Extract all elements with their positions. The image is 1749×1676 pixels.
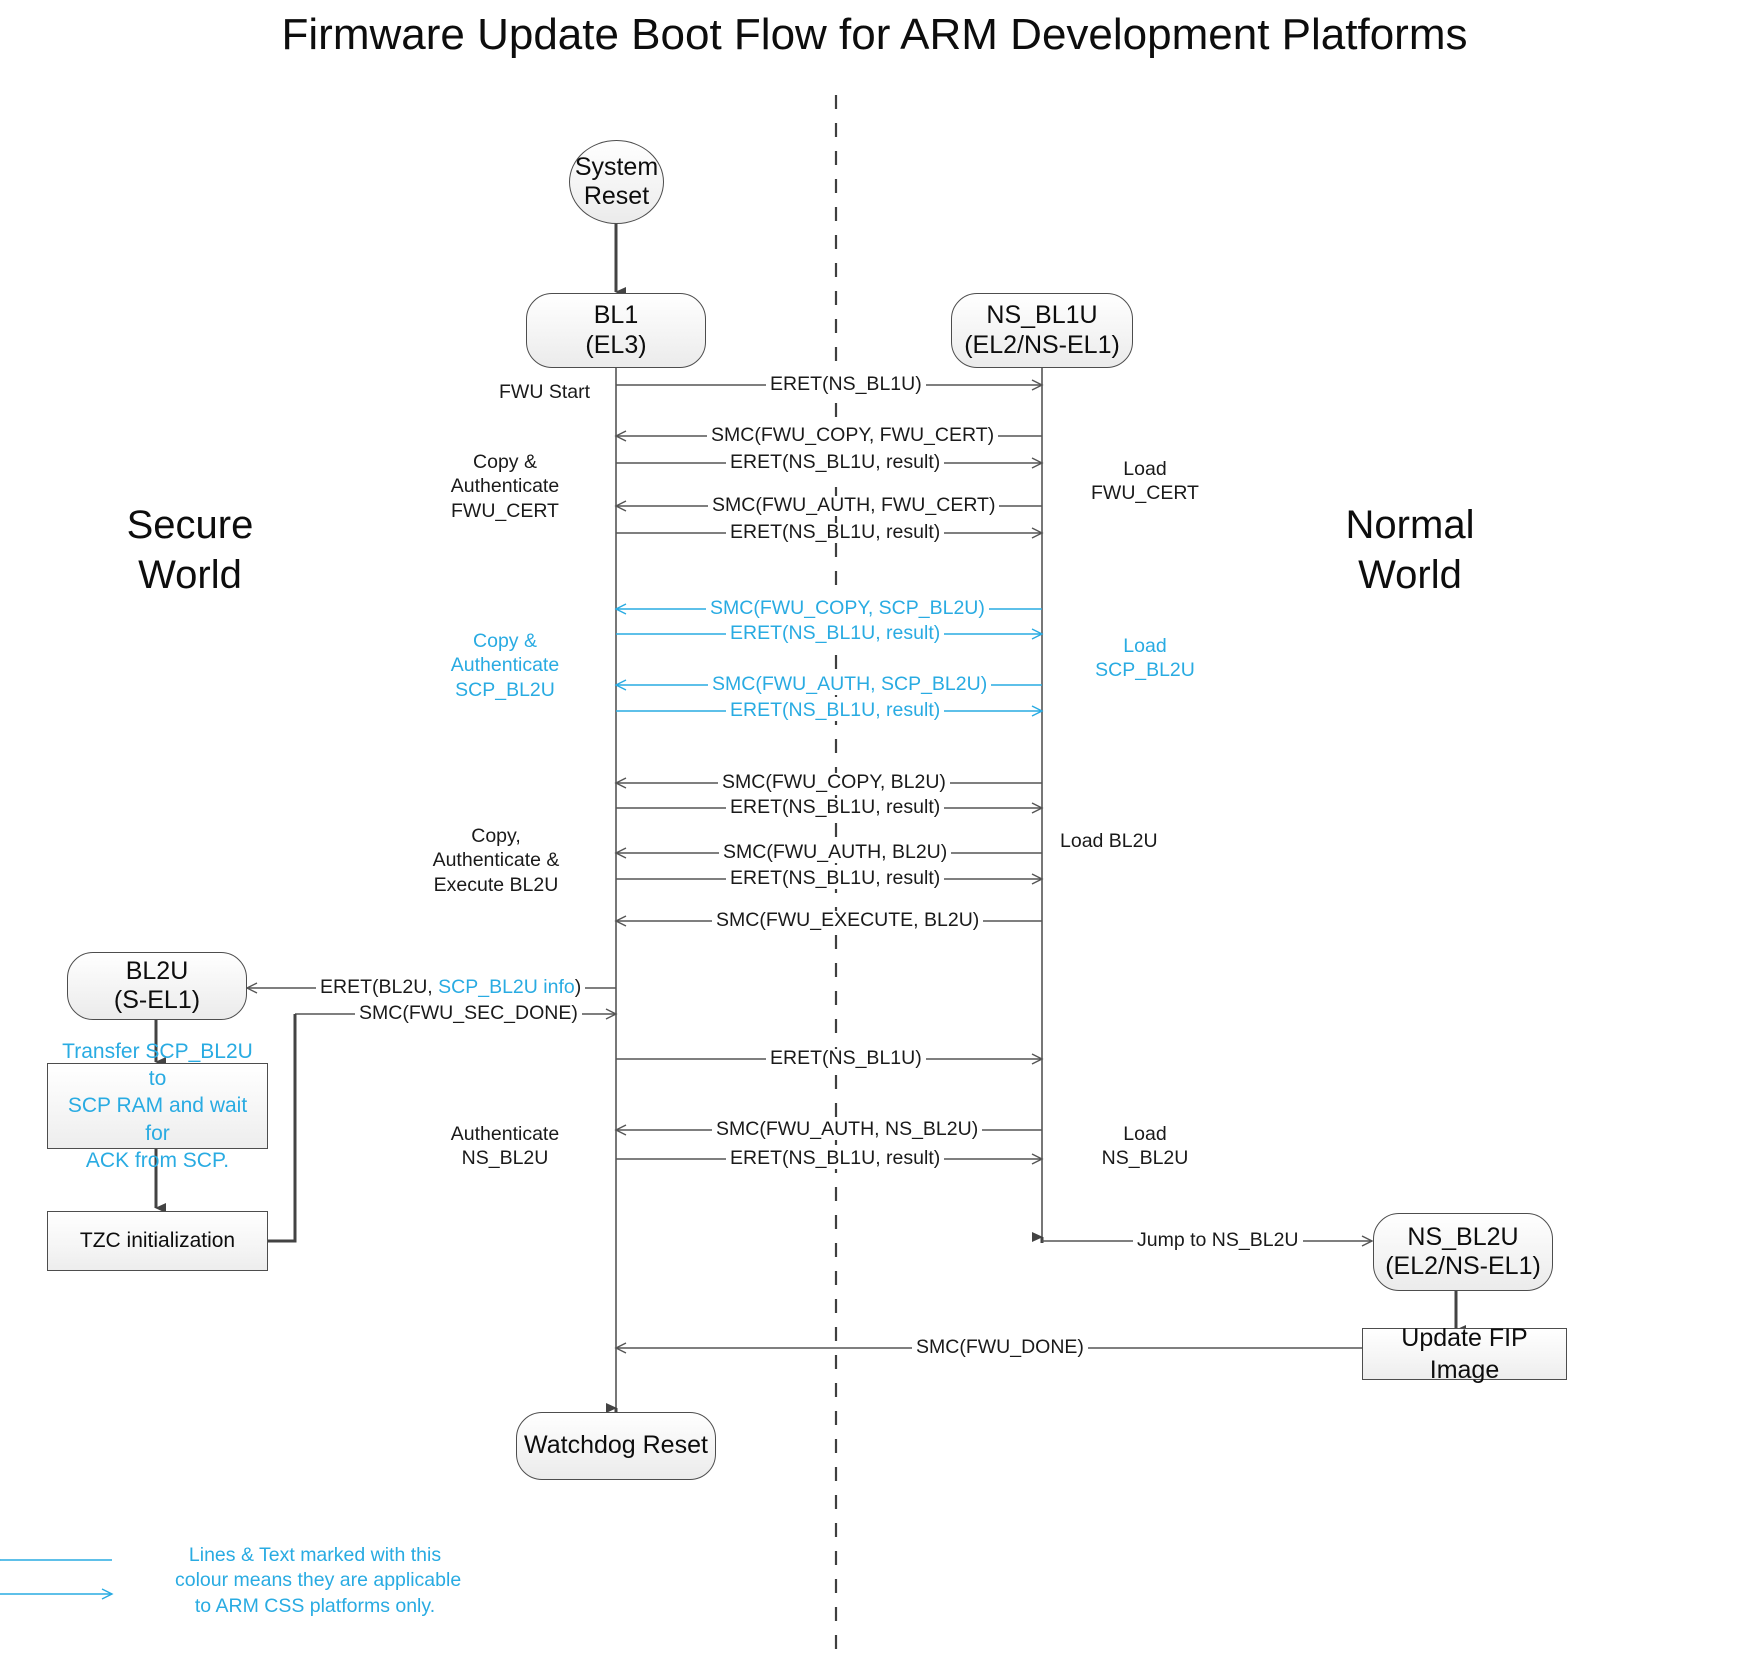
node-bl2u-line1: BL2U (125, 956, 189, 985)
message-label-smc-fwu-auth-fwu-cert: SMC(FWU_AUTH, FWU_CERT) (708, 495, 1000, 516)
node-bl1-line1: BL1 (593, 301, 639, 329)
secure-world-label-line2: World (138, 553, 242, 597)
secure-world-label: Secure World (60, 500, 320, 600)
message-label-smc-fwu-copy-scp-bl2u: SMC(FWU_COPY, SCP_BL2U) (706, 598, 989, 619)
normal-world-label: Normal World (1280, 500, 1540, 600)
node-watchdog-reset-label: Watchdog Reset (524, 1431, 708, 1460)
message-label-smc-fwu-auth-scp-bl2u: SMC(FWU_AUTH, SCP_BL2U) (708, 674, 992, 695)
annotation-load-scp-bl2u: Load SCP_BL2U (1060, 634, 1230, 683)
annotation-load-ns-bl2u: Load NS_BL2U (1060, 1122, 1230, 1171)
message-label-eret-bl2u-scp-info: ERET(BL2U, SCP_BL2U info) (316, 976, 586, 998)
node-bl2u[interactable]: BL2U (S-EL1) (67, 952, 247, 1020)
legend-note: Lines & Text marked with this colour mea… (175, 1543, 462, 1619)
annotation-fwu-start: FWU Start (410, 380, 590, 404)
annotation-copy-authenticate-scp-bl2u-line1: Copy & (473, 630, 537, 652)
node-ns-bl1u[interactable]: NS_BL1U (EL2/NS-EL1) (951, 293, 1133, 368)
annotation-copy-authenticate-execute-bl2u-line2: Authenticate & (432, 849, 560, 872)
normal-world-label-line2: World (1358, 553, 1462, 597)
annotation-load-bl2u: Load BL2U (1060, 829, 1230, 853)
annotation-copy-authenticate-scp-bl2u-line3: SCP_BL2U (455, 678, 555, 701)
message-label-eret-result-6: ERET(NS_BL1U, result) (726, 868, 945, 889)
annotation-authenticate-ns-bl2u-line2: NS_BL2U (461, 1147, 549, 1170)
annotation-load-ns-bl2u-line1: Load (1123, 1123, 1167, 1145)
message-label-smc-fwu-auth-bl2u: SMC(FWU_AUTH, BL2U) (719, 842, 952, 863)
annotation-copy-authenticate-scp-bl2u: Copy & Authenticate SCP_BL2U (420, 629, 590, 702)
node-transfer-scp-bl2u[interactable]: Transfer SCP_BL2U to SCP RAM and wait fo… (47, 1040, 268, 1172)
annotation-copy-authenticate-execute-bl2u: Copy, Authenticate & Execute BL2U (400, 824, 592, 897)
annotation-load-scp-bl2u-line2: SCP_BL2U (1095, 659, 1195, 682)
legend-note-line2: colour means they are applicable (175, 1569, 462, 1592)
annotation-copy-authenticate-execute-bl2u-line3: Execute BL2U (433, 873, 559, 896)
normal-world-label-line1: Normal (1345, 503, 1475, 547)
message-label-smc-fwu-auth-ns-bl2u: SMC(FWU_AUTH, NS_BL2U) (712, 1119, 983, 1140)
annotation-authenticate-ns-bl2u: Authenticate NS_BL2U (420, 1122, 590, 1171)
node-tzc-initialization[interactable]: TZC initialization (47, 1211, 268, 1271)
message-label-eret-result-5: ERET(NS_BL1U, result) (726, 797, 945, 818)
node-ns-bl2u[interactable]: NS_BL2U (EL2/NS-EL1) (1373, 1213, 1553, 1291)
message-label-eret-result-1: ERET(NS_BL1U, result) (726, 452, 945, 473)
node-watchdog-reset[interactable]: Watchdog Reset (516, 1412, 716, 1480)
node-transfer-scp-bl2u-line3: ACK from SCP. (85, 1148, 230, 1172)
page-title: Firmware Update Boot Flow for ARM Develo… (281, 10, 1468, 59)
message-label-smc-fwu-copy-fwu-cert: SMC(FWU_COPY, FWU_CERT) (707, 425, 999, 446)
node-bl1[interactable]: BL1 (EL3) (526, 293, 706, 368)
annotation-copy-authenticate-fwu-cert-line2: Authenticate (450, 475, 560, 498)
message-label-eret-result-2: ERET(NS_BL1U, result) (726, 522, 945, 543)
message-label-eret-bl2u-scp-info-part1: ERET(BL2U, (320, 976, 439, 998)
message-label-smc-fwu-copy-bl2u: SMC(FWU_COPY, BL2U) (718, 772, 950, 793)
message-label-eret-ns-bl1u-2: ERET(NS_BL1U) (766, 1048, 926, 1069)
message-label-eret-result-7: ERET(NS_BL1U, result) (726, 1148, 945, 1169)
node-tzc-initialization-label: TZC initialization (79, 1229, 236, 1253)
node-update-fip-image[interactable]: Update FIP Image (1362, 1324, 1567, 1384)
node-ns-bl1u-line2: (EL2/NS-EL1) (964, 330, 1120, 359)
annotation-copy-authenticate-fwu-cert: Copy & Authenticate FWU_CERT (420, 450, 590, 523)
legend-note-line1: Lines & Text marked with this (188, 1544, 442, 1566)
message-label-eret-result-3: ERET(NS_BL1U, result) (726, 623, 945, 644)
node-ns-bl1u-line1: NS_BL1U (986, 301, 1098, 329)
node-bl2u-line2: (S-EL1) (113, 986, 201, 1014)
annotation-copy-authenticate-execute-bl2u-line1: Copy, (471, 825, 521, 847)
node-system-reset-line1: System (574, 152, 659, 181)
annotation-copy-authenticate-fwu-cert-line1: Copy & (473, 451, 537, 473)
node-bl1-line2: (EL3) (585, 330, 647, 359)
annotation-load-fwu-cert-line1: Load (1123, 458, 1167, 480)
annotation-load-fwu-cert: Load FWU_CERT (1060, 457, 1230, 506)
message-label-smc-fwu-execute-bl2u: SMC(FWU_EXECUTE, BL2U) (712, 910, 984, 931)
annotation-load-ns-bl2u-line2: NS_BL2U (1101, 1147, 1189, 1170)
annotation-copy-authenticate-scp-bl2u-line2: Authenticate (450, 654, 560, 677)
message-label-eret-bl2u-scp-info-part2: SCP_BL2U info (438, 976, 575, 998)
message-label-smc-fwu-sec-done: SMC(FWU_SEC_DONE) (355, 1003, 582, 1024)
message-label-jump-to-ns-bl2u: Jump to NS_BL2U (1133, 1230, 1303, 1251)
node-ns-bl2u-line2: (EL2/NS-EL1) (1385, 1252, 1541, 1280)
node-update-fip-image-label: Update FIP Image (1401, 1323, 1528, 1385)
secure-world-label-line1: Secure (126, 503, 254, 547)
node-transfer-scp-bl2u-line1: Transfer SCP_BL2U to (62, 1039, 253, 1091)
node-transfer-scp-bl2u-line2: SCP RAM and wait for (67, 1094, 248, 1145)
annotation-copy-authenticate-fwu-cert-line3: FWU_CERT (451, 499, 559, 522)
annotation-fwu-start-text: FWU Start (499, 381, 590, 403)
annotation-authenticate-ns-bl2u-line1: Authenticate (450, 1123, 560, 1145)
message-label-eret-ns-bl1u-1: ERET(NS_BL1U) (766, 374, 926, 395)
annotation-load-scp-bl2u-line1: Load (1123, 635, 1167, 657)
annotation-load-fwu-cert-line2: FWU_CERT (1091, 482, 1199, 505)
message-label-eret-bl2u-scp-info-part3: ) (574, 976, 582, 998)
legend-note-line3: to ARM CSS platforms only. (194, 1594, 436, 1617)
node-system-reset-line2: Reset (583, 182, 650, 210)
node-ns-bl2u-line1: NS_BL2U (1407, 1222, 1519, 1251)
annotation-load-bl2u-text: Load BL2U (1060, 830, 1158, 852)
node-system-reset[interactable]: System Reset (569, 140, 664, 224)
message-label-eret-result-4: ERET(NS_BL1U, result) (726, 700, 945, 721)
message-label-smc-fwu-done: SMC(FWU_DONE) (912, 1337, 1088, 1358)
